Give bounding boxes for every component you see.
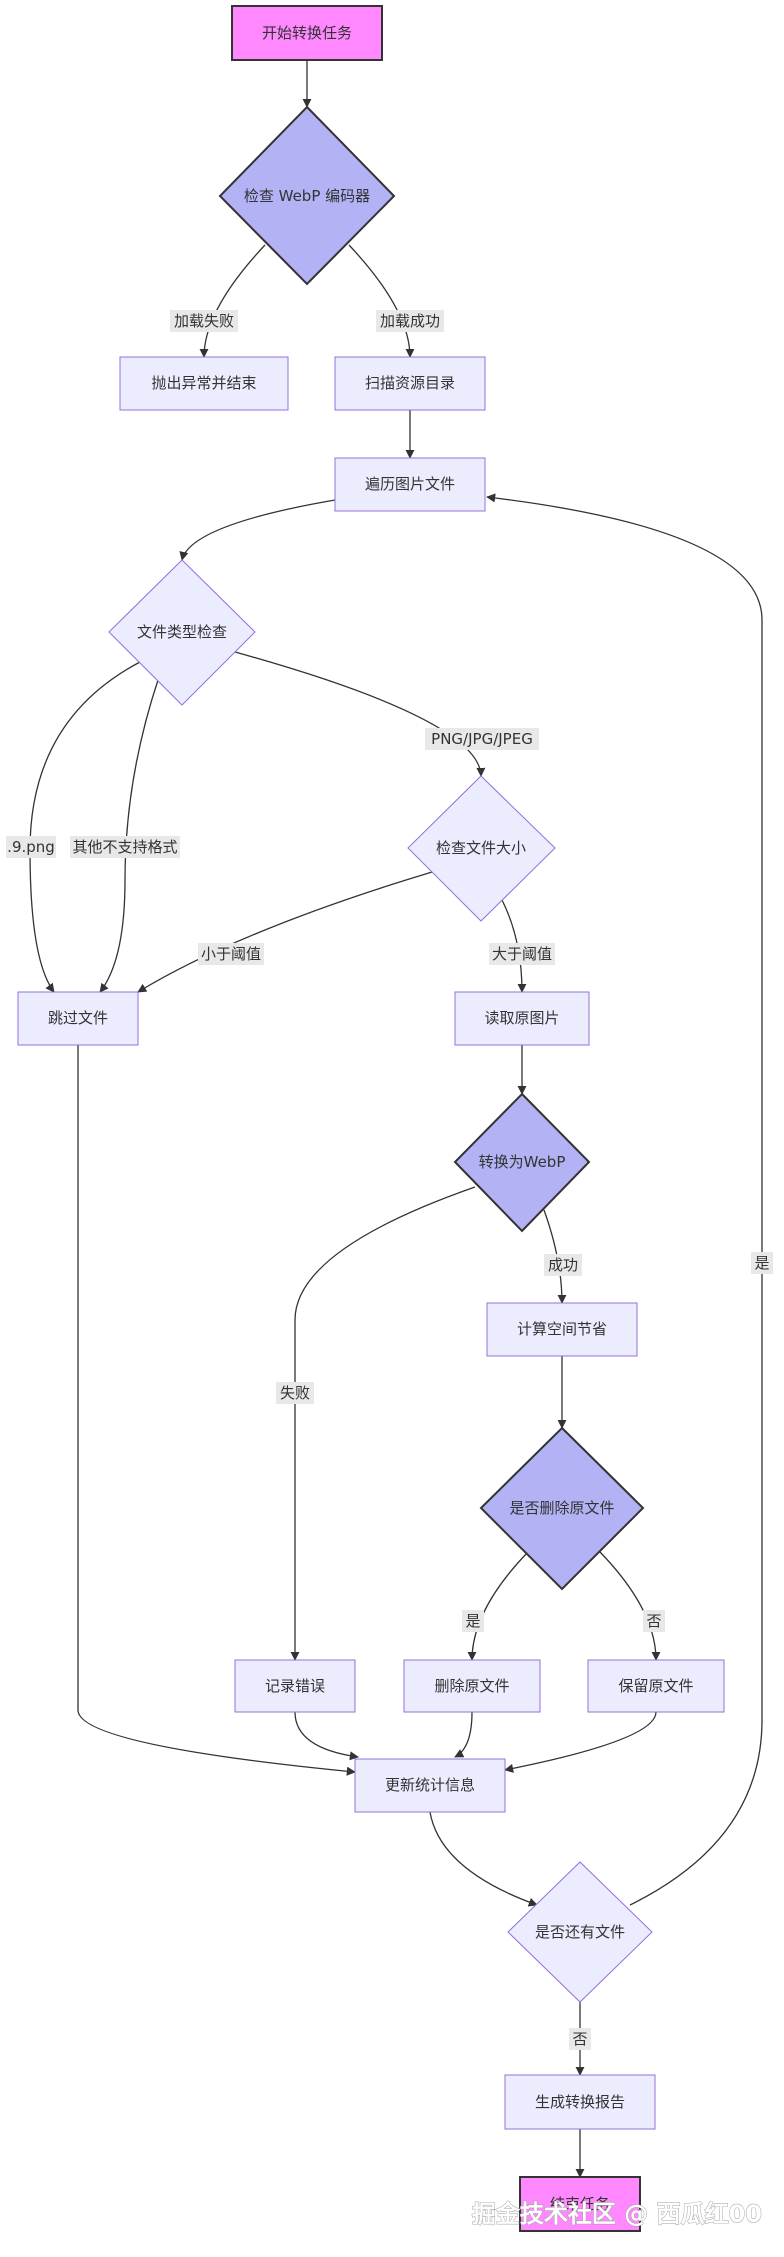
svg-text:检查 WebP 编码器: 检查 WebP 编码器 <box>244 187 370 205</box>
edge-label-below-threshold: 小于阈值 <box>201 945 261 963</box>
node-start: 开始转换任务 <box>231 5 383 61</box>
svg-text:计算空间节省: 计算空间节省 <box>517 1320 607 1338</box>
svg-text:文件类型检查: 文件类型检查 <box>137 623 227 641</box>
edge-logerror-update <box>294 1711 359 1761</box>
watermark: 掘金技术社区 @ 西瓜红00 <box>472 2200 762 2228</box>
node-iterate-images: 遍历图片文件 <box>334 457 486 512</box>
svg-text:抛出异常并结束: 抛出异常并结束 <box>151 374 256 392</box>
svg-text:保留原文件: 保留原文件 <box>618 1677 693 1695</box>
edge-labels: 加载失败 加载成功 PNG/JPG/JPEG .9.png 其他不支持格式 小于… <box>6 310 773 2050</box>
node-file-type-check: 文件类型检查 <box>108 559 256 706</box>
node-more-files-q: 是否还有文件 <box>507 1861 653 2003</box>
node-delete-original-q: 是否删除原文件 <box>479 1426 645 1591</box>
edge-keep-update <box>504 1711 657 1773</box>
edge-delete-update <box>454 1711 473 1758</box>
node-gen-report: 生成转换报告 <box>504 2074 656 2130</box>
edge-iterate-filetype <box>179 499 336 561</box>
svg-text:读取原图片: 读取原图片 <box>484 1009 559 1027</box>
node-check-encoder: 检查 WebP 编码器 <box>218 105 396 286</box>
edge-label-9png: .9.png <box>7 838 55 856</box>
svg-text:跳过文件: 跳过文件 <box>48 1009 108 1027</box>
edge-filetype-skip-9png <box>29 661 141 993</box>
svg-text:遍历图片文件: 遍历图片文件 <box>365 475 455 493</box>
node-update-stats: 更新统计信息 <box>354 1758 506 1813</box>
edge-skip-update <box>77 1045 356 1776</box>
svg-text:开始转换任务: 开始转换任务 <box>262 24 352 42</box>
edge-deleteq-delete <box>467 1551 529 1661</box>
node-throw-end: 抛出异常并结束 <box>119 356 289 411</box>
svg-text:删除原文件: 删除原文件 <box>434 1677 509 1695</box>
node-end: 结束任务 <box>519 2176 641 2232</box>
node-scan-dir: 扫描资源目录 <box>334 356 486 411</box>
svg-text:记录错误: 记录错误 <box>265 1677 325 1695</box>
edge-label-yes-more: 是 <box>754 1254 769 1272</box>
edge-label-load-fail: 加载失败 <box>174 312 234 330</box>
edge-moreq-iterate-yes <box>486 493 763 1906</box>
edge-update-moreq <box>429 1811 538 1907</box>
node-skip-file: 跳过文件 <box>17 991 139 1046</box>
svg-text:检查文件大小: 检查文件大小 <box>436 839 526 857</box>
edge-label-png-jpg: PNG/JPG/JPEG <box>431 730 533 748</box>
edge-filetype-checksize <box>234 651 486 777</box>
svg-text:是否还有文件: 是否还有文件 <box>535 1923 625 1941</box>
edge-label-yes-delete: 是 <box>465 1612 480 1630</box>
edge-label-unsupported: 其他不支持格式 <box>72 838 177 856</box>
svg-text:生成转换报告: 生成转换报告 <box>535 2093 625 2111</box>
edge-check-scan <box>348 244 415 358</box>
svg-text:结束任务: 结束任务 <box>550 2195 610 2213</box>
svg-text:更新统计信息: 更新统计信息 <box>385 1776 475 1794</box>
nodes: 开始转换任务 检查 WebP 编码器 抛出异常并结束 扫描资源目录 遍历图片文件… <box>17 5 725 2232</box>
edges <box>29 60 763 2178</box>
edge-filetype-skip-unsupported <box>99 679 159 993</box>
node-log-error: 记录错误 <box>234 1659 356 1713</box>
svg-text:转换为WebP: 转换为WebP <box>479 1153 566 1171</box>
node-read-image: 读取原图片 <box>454 991 590 1046</box>
edge-label-success: 成功 <box>548 1256 578 1274</box>
node-convert-webp: 转换为WebP <box>453 1092 591 1233</box>
edge-label-failure: 失败 <box>280 1384 310 1402</box>
edge-label-no-more: 否 <box>572 2030 587 2048</box>
svg-text:扫描资源目录: 扫描资源目录 <box>365 374 455 392</box>
edge-check-throw <box>199 244 266 358</box>
node-keep-original: 保留原文件 <box>587 1659 725 1713</box>
edge-label-above-threshold: 大于阈值 <box>492 945 552 963</box>
node-check-size: 检查文件大小 <box>407 775 556 922</box>
edge-label-no-delete: 否 <box>646 1612 661 1630</box>
node-calc-savings: 计算空间节省 <box>486 1302 638 1357</box>
edge-convert-logerror <box>290 1186 476 1661</box>
edge-deleteq-keep <box>599 1551 661 1661</box>
svg-text:是否删除原文件: 是否删除原文件 <box>509 1499 614 1517</box>
edge-checksize-skip <box>137 871 433 993</box>
edge-label-load-ok: 加载成功 <box>380 312 440 330</box>
node-delete-original: 删除原文件 <box>403 1659 541 1713</box>
